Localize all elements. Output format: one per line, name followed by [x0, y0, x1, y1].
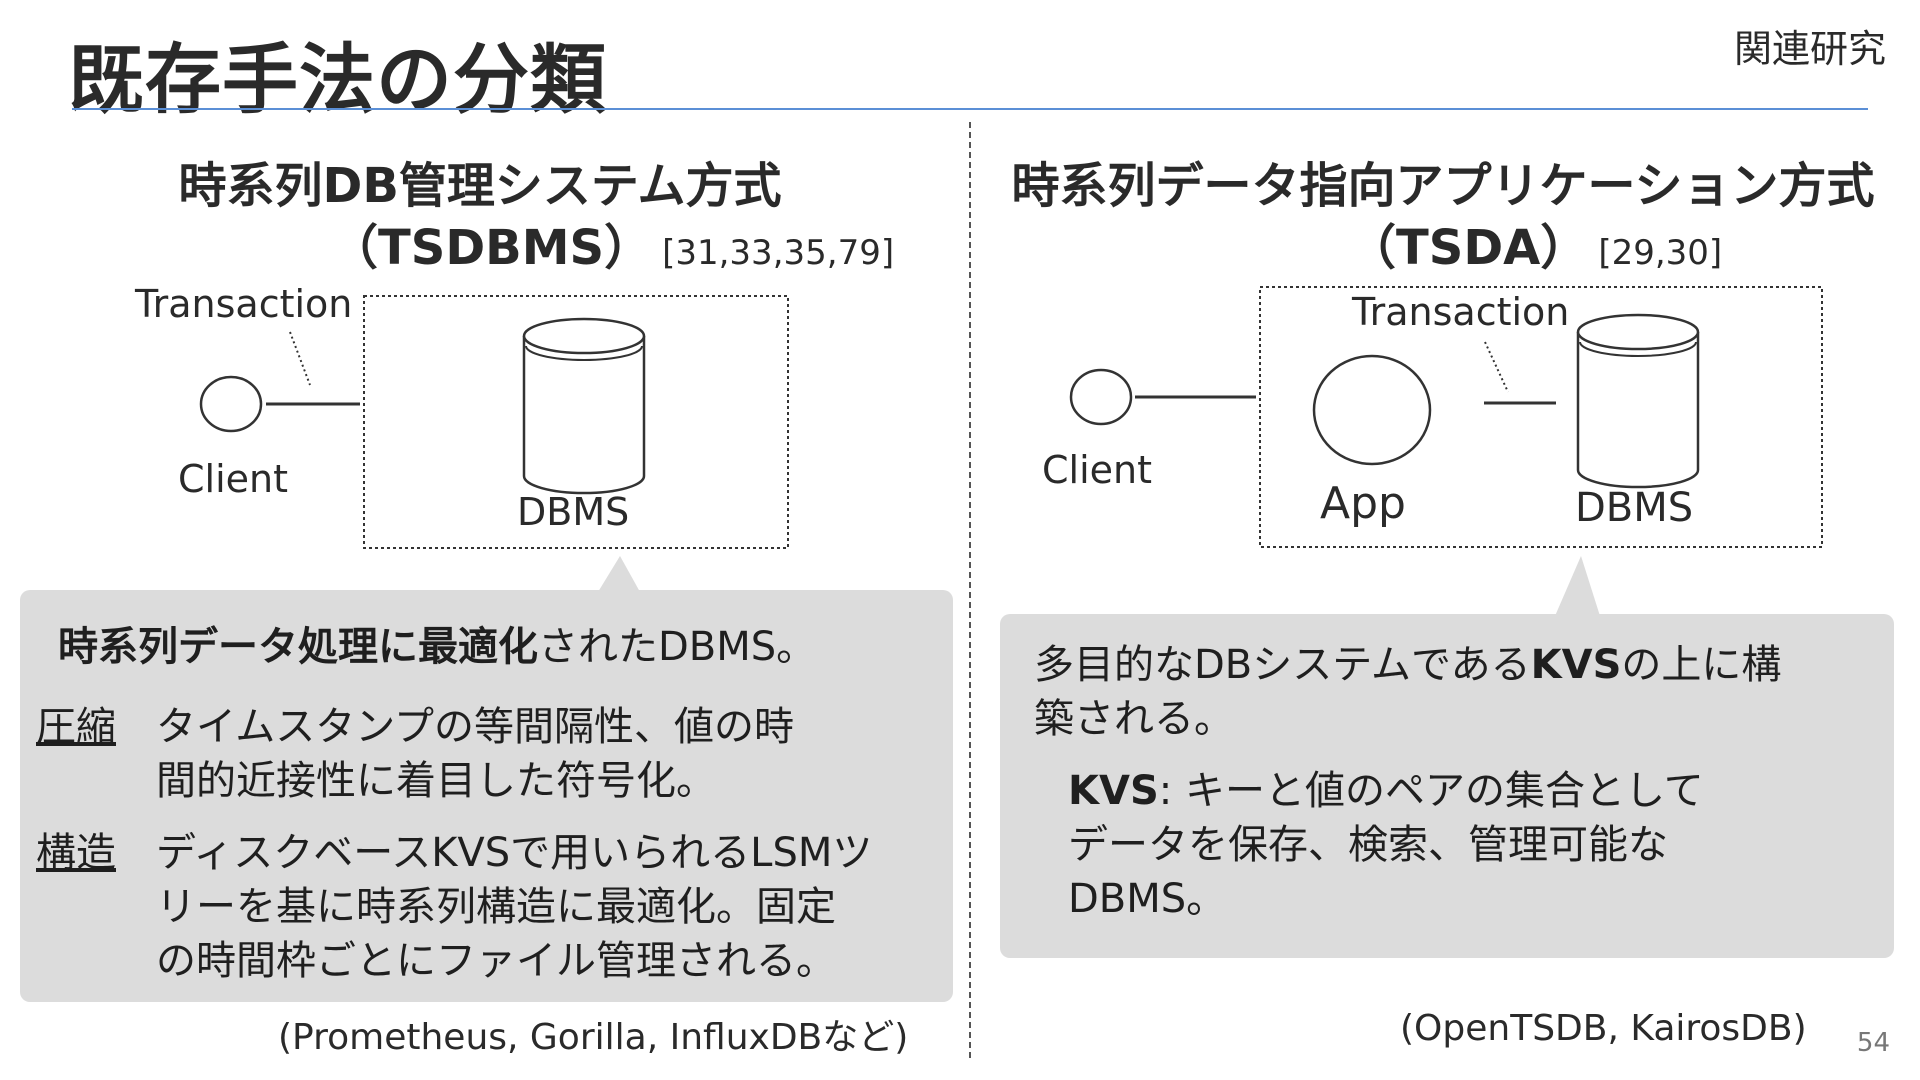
right-lead-pre: 多目的なDBシステムである [1034, 642, 1531, 688]
kvs-line-1: : キーと値のペアの集合として [1158, 768, 1704, 814]
kvs-term: KVS [1068, 768, 1159, 814]
client-node-icon-right [1069, 368, 1133, 426]
compression-line-1: タイムスタンプの等間隔性、値の時 [156, 704, 794, 750]
left-heading-line1: 時系列DB管理システム方式 [178, 158, 782, 214]
compression-definition: 圧縮 タイムスタンプの等間隔性、値の時 間的近接性に着目した符号化。 [36, 700, 794, 808]
left-transaction-label: Transaction [135, 282, 353, 326]
structure-line-3: の時間枠ごとにファイル管理される。 [156, 938, 836, 984]
column-divider [969, 122, 971, 1058]
database-cylinder-icon-right [1576, 313, 1700, 489]
left-references: [31,33,35,79] [662, 233, 895, 273]
compression-term: 圧縮 [36, 704, 116, 750]
kvs-line-2: データを保存、検索、管理可能な [1068, 822, 1668, 868]
structure-line-1: ディスクベースKVSで用いられるLSMツ [156, 830, 873, 876]
page-number: 54 [1856, 1028, 1890, 1058]
left-callout-box: 時系列データ処理に最適化されたDBMS。 圧縮 タイムスタンプの等間隔性、値の時… [20, 590, 953, 1002]
dbms-boundary-box [363, 295, 789, 549]
right-lead-post: の上に構 [1621, 642, 1782, 688]
system-boundary-box [1259, 286, 1823, 548]
left-lead-emphasis: 時系列データ処理に最適化 [58, 624, 538, 670]
structure-line-2: リーを基に時系列構造に最適化。固定 [156, 884, 836, 930]
kvs-definition-line-1: KVS: キーと値のペアの集合として [1068, 764, 1704, 818]
database-cylinder-icon [522, 317, 646, 495]
right-examples: (OpenTSDB, KairosDB) [1400, 1008, 1807, 1049]
left-heading-line2: （TSDBMS）[31,33,35,79] [330, 208, 894, 278]
left-callout-pointer [598, 556, 640, 592]
compression-description: タイムスタンプの等間隔性、値の時 間的近接性に着目した符号化。 [156, 700, 794, 808]
title-underline [72, 108, 1868, 110]
right-callout-box: 多目的なDBシステムであるKVSの上に構 築される。 KVS: キーと値のペアの… [1000, 614, 1894, 958]
right-lead-line-2: 築される。 [1034, 696, 1234, 742]
left-examples: (Prometheus, Gorilla, InfluxDBなど) [278, 1017, 909, 1058]
right-dbms-label: DBMS [1575, 485, 1694, 531]
right-architecture-diagram [1069, 286, 1823, 616]
right-heading-acronym: （TSDA） [1348, 220, 1589, 276]
structure-description: ディスクベースKVSで用いられるLSMツ リーを基に時系列構造に最適化。固定 の… [156, 826, 872, 988]
left-client-label: Client [178, 457, 289, 501]
right-lead-kvs: KVS [1530, 642, 1622, 688]
transaction-leader-line-right [1484, 341, 1509, 393]
right-heading-line1: 時系列データ指向アプリケーション方式 [1011, 158, 1875, 214]
compression-line-2: 間的近接性に着目した符号化。 [156, 758, 716, 804]
section-label: 関連研究 [1733, 27, 1886, 71]
client-node-icon [199, 375, 263, 433]
kvs-definition: KVS: キーと値のペアの集合として データを保存、検索、管理可能な DBMS。 [1068, 764, 1704, 926]
right-client-label: Client [1042, 448, 1153, 492]
right-callout-pointer [1555, 556, 1600, 616]
right-transaction-label: Transaction [1352, 290, 1570, 334]
app-label: App [1320, 478, 1406, 529]
app-node-icon [1312, 354, 1432, 466]
right-lead-line-1: 多目的なDBシステムであるKVSの上に構 [1034, 638, 1781, 692]
right-references: [29,30] [1598, 233, 1723, 273]
left-architecture-diagram [199, 295, 789, 592]
structure-definition: 構造 ディスクベースKVSで用いられるLSMツ リーを基に時系列構造に最適化。固… [36, 826, 872, 988]
left-heading-acronym: （TSDBMS） [330, 220, 653, 276]
kvs-line-3: DBMS。 [1068, 876, 1227, 922]
left-lead-rest: されたDBMS。 [538, 624, 817, 670]
left-dbms-label: DBMS [517, 490, 630, 534]
left-callout-lead: 時系列データ処理に最適化されたDBMS。 [58, 620, 816, 674]
structure-term: 構造 [36, 830, 116, 876]
right-heading-line2: （TSDA）[29,30] [1348, 208, 1722, 278]
right-callout-lead: 多目的なDBシステムであるKVSの上に構 築される。 [1034, 638, 1781, 746]
